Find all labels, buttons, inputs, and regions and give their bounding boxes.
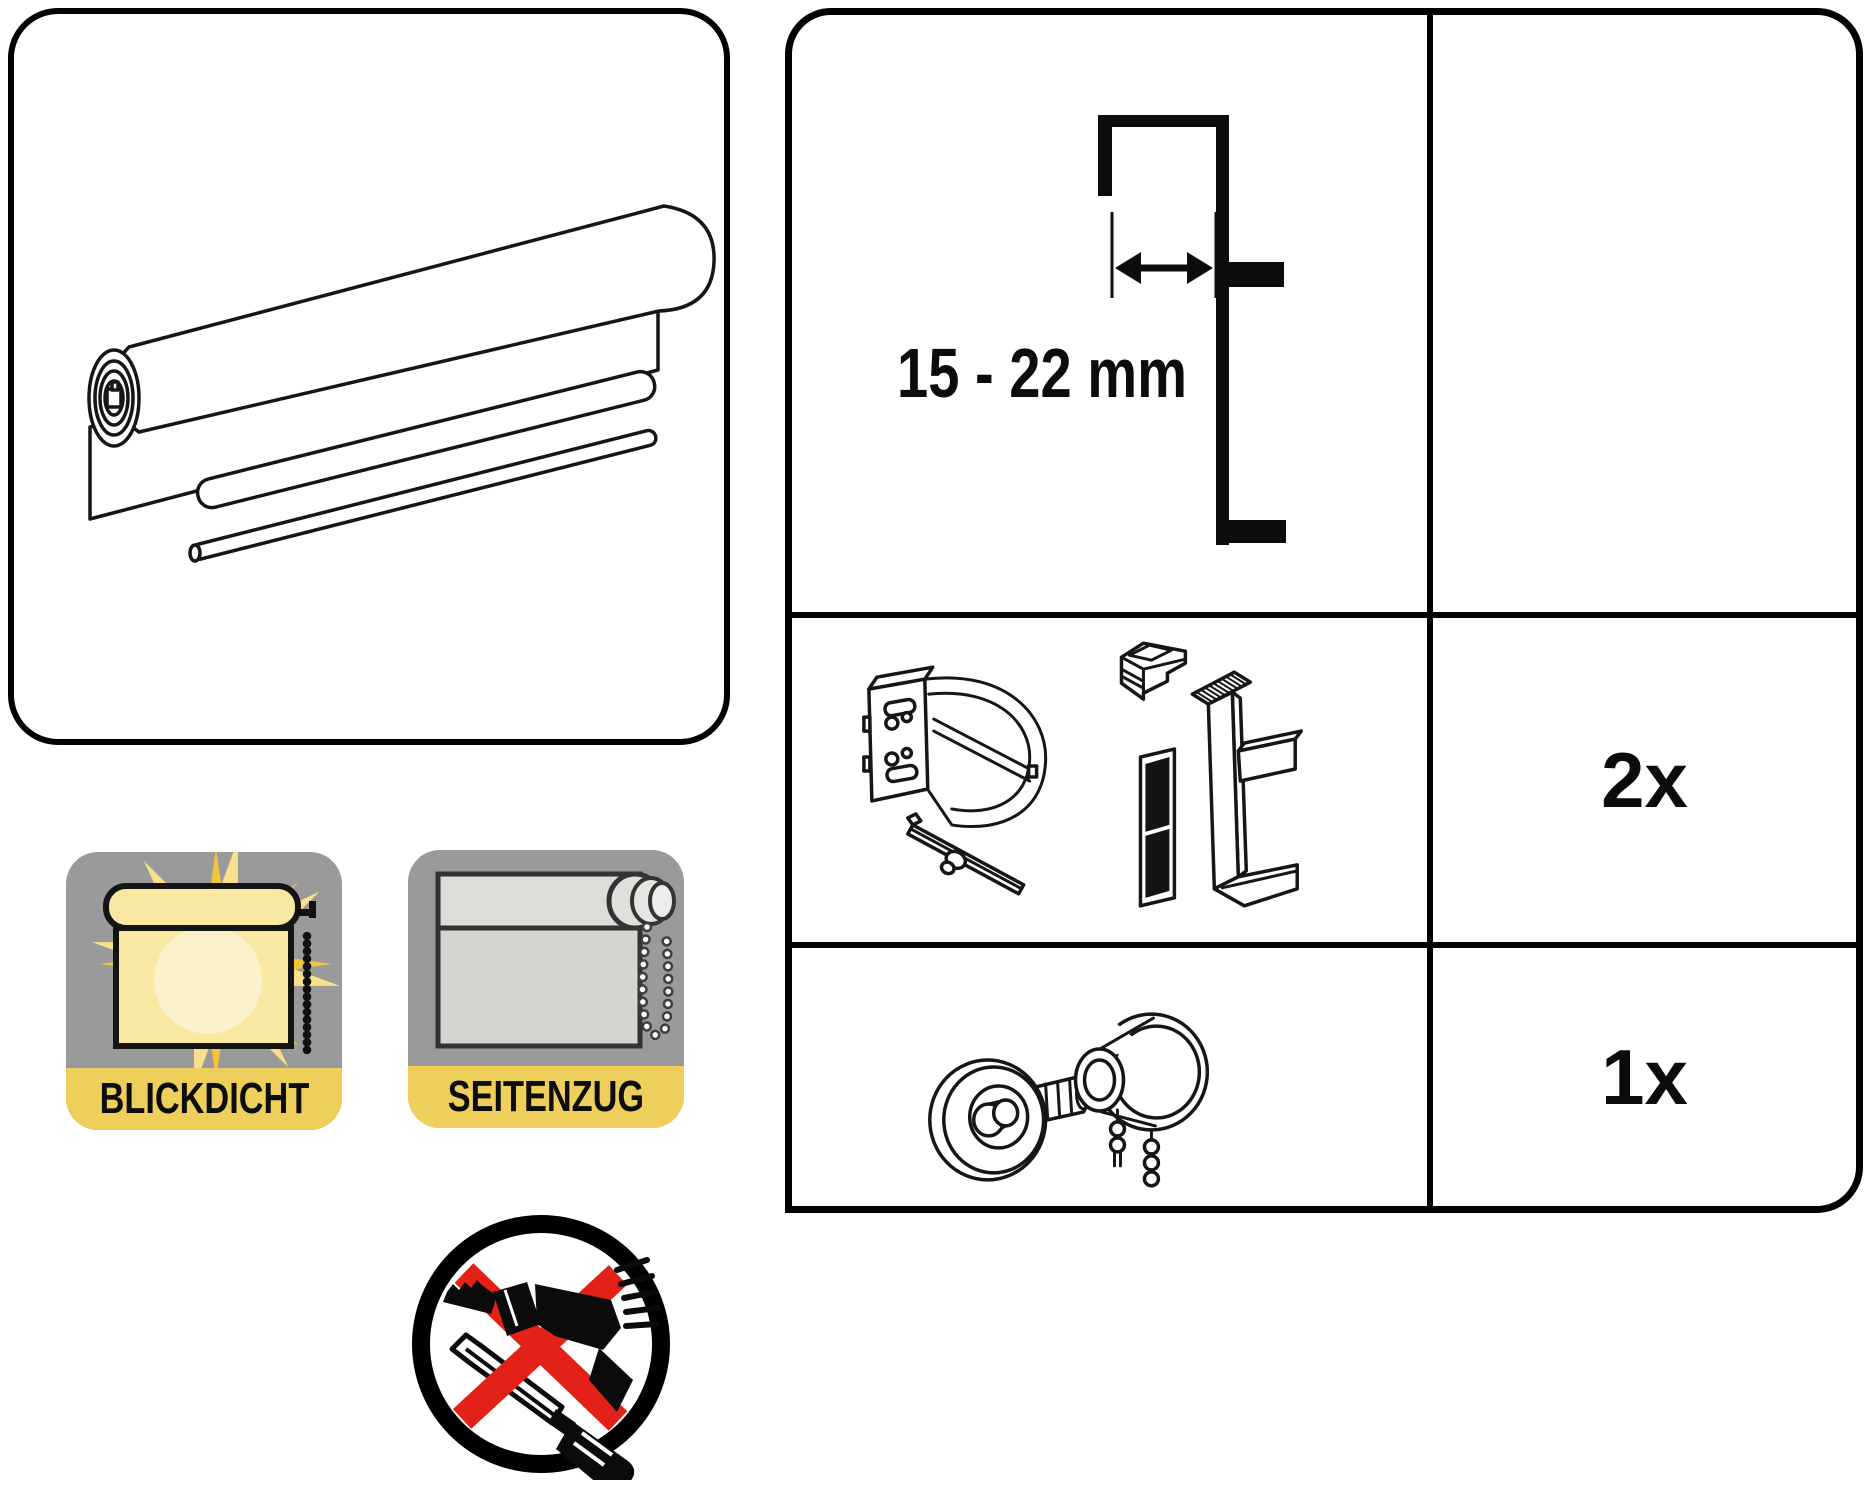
sun-behind-blind-icon [91, 852, 341, 1089]
badge-seitenzug-label: SEITENZUG [447, 1072, 645, 1121]
product-illustration-box [8, 8, 730, 745]
measurement-label: 15 - 22 mm [897, 334, 1187, 412]
table-column-divider [1427, 15, 1433, 1206]
small-clamp-piece [1119, 641, 1188, 701]
parts-table: 15 - 22 mm [785, 8, 1863, 1213]
blind-with-side-chain-icon [435, 871, 676, 1049]
pin-end-cap [928, 1058, 1093, 1182]
cell-bracket-parts [792, 618, 1427, 942]
slide-rail [906, 812, 1026, 896]
bead-chain [297, 901, 316, 1055]
measurement-ticks [1110, 212, 1218, 298]
badge-strip: SEITENZUG [408, 1066, 684, 1128]
cell-quantity-2x: 2x [1433, 618, 1856, 942]
badge-blickdicht: BLICKDICHT [66, 852, 342, 1130]
pull-chains [1108, 1108, 1161, 1188]
sun-disc-through-fabric [154, 931, 262, 1034]
frame-profile [1098, 115, 1286, 545]
rolled-roller-blind-illustration [87, 204, 716, 563]
adhesive-strip [1138, 747, 1177, 908]
end-cap-and-chain-operator-parts-icon [928, 1006, 1210, 1188]
table-row-divider [792, 942, 1856, 948]
window-frame-clamp-range-diagram: 15 - 22 mm [897, 115, 1286, 545]
badge-seitenzug: SEITENZUG [408, 850, 684, 1128]
no-drilling-icon [405, 1208, 677, 1494]
cell-endcap-parts [792, 948, 1427, 1206]
roller-blind-pictogram [103, 883, 301, 1049]
drill-glyph [443, 1257, 660, 1412]
clamp-bracket-parts-icon [862, 641, 1303, 908]
mounting-rod [188, 428, 658, 563]
quantity-row3: 1x [1601, 1032, 1688, 1121]
arrowheads [1115, 252, 1213, 284]
chain-operator [1073, 1006, 1210, 1188]
badge-strip: BLICKDICHT [66, 1068, 342, 1130]
table-row-divider [792, 612, 1856, 618]
clamp-hook [1190, 670, 1303, 908]
bottom-slat [195, 369, 657, 510]
cell-frame-diagram: 15 - 22 mm [792, 15, 1427, 612]
badge-blickdicht-label: BLICKDICHT [99, 1074, 309, 1123]
cell-empty [1433, 15, 1856, 612]
cell-quantity-1x: 1x [1433, 948, 1856, 1206]
quantity-row2: 2x [1601, 735, 1688, 824]
roll-spiral-end [87, 348, 141, 448]
roll-end-discs [606, 871, 676, 931]
side-pull-bead-chain [637, 921, 674, 1041]
clamp-bracket [862, 665, 1048, 828]
